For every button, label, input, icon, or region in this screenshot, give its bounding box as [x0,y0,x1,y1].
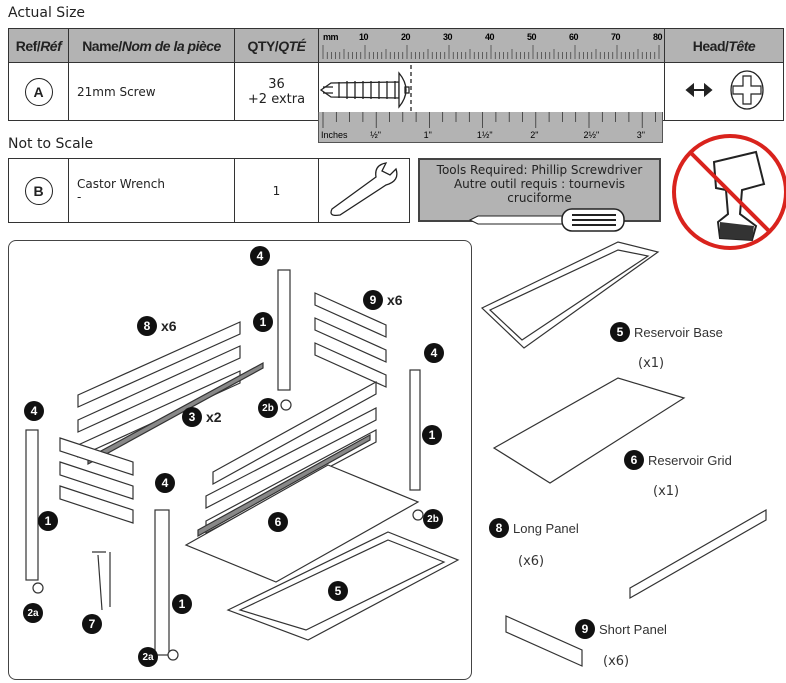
not-to-scale-heading: Not to Scale [8,136,94,152]
header-head: Head/Tête [664,28,784,63]
inch-tick-label: ½" [370,130,381,140]
header-name: Name/Nom de la pièce [68,28,235,63]
mm-tick-label: 50 [527,32,537,42]
part-name: Castor Wrench- [68,158,235,223]
callout-1: 1 [422,425,442,445]
screwdriver-icon [468,208,625,232]
assembly-diagram [8,240,472,680]
legend-qty: (x1) [653,484,680,499]
callout-7: 7 [82,614,102,634]
callout-2b: 2b [258,398,278,418]
inch-tick-label: 3" [637,130,645,140]
parts-table-not-to-scale: B Castor Wrench- 1 [8,158,410,223]
screw-image [318,62,665,121]
mm-tick-label: 70 [611,32,621,42]
ref-badge: B [24,176,53,205]
mm-tick-label: 80 [653,32,663,42]
legend-qty: (x1) [638,356,665,371]
header-qty: QTY/QTÉ [234,28,319,63]
callout-4: 4 [250,246,270,266]
ref-badge: A [24,77,53,106]
callout-6: 6 [268,512,288,532]
part-qty: 36+2 extra [234,62,319,121]
inch-tick-label: 2½" [584,130,600,140]
legend-qty: (x6) [603,654,630,669]
mm-tick-label: 20 [401,32,411,42]
tools-required-text-fr: Autre outil requis : tournevis cruciform… [453,177,626,205]
tools-required-text: Tools Required: Phillip Screwdriver [436,163,643,177]
callout-1: 1 [172,594,192,614]
part-qty: 1 [234,158,319,223]
inch-unit-label: Inches [321,130,348,140]
mm-tick-label: 30 [443,32,453,42]
table-row: B Castor Wrench- 1 [8,158,410,223]
wrench-icon [318,158,410,223]
callout-2a: 2a [23,603,43,623]
callout-4: 4 [155,473,175,493]
mm-tick-label: 40 [485,32,495,42]
callout-2a: 2a [138,647,158,667]
parts-legend-drawings [480,241,767,667]
actual-size-heading: Actual Size [8,5,86,21]
callout-1: 1 [253,312,273,332]
inch-tick-label: 1½" [477,130,493,140]
inch-ruler: Inches ½" 1" 1½" 2" 2½" 3" [318,112,663,143]
mm-ruler: mm 10 20 30 40 50 60 70 80 [318,28,665,63]
mm-tick-label: 60 [569,32,579,42]
mm-tick-label: 10 [359,32,369,42]
table-row: A 21mm Screw 36+2 extra [8,62,784,121]
header-ref: Ref/Réf [8,28,69,63]
inch-tick-label: 2" [530,130,538,140]
callout-2b: 2b [423,509,443,529]
callout-4: 4 [24,401,44,421]
parts-table-actual: Ref/Réf Name/Nom de la pièce QTY/QTÉ mm 1… [8,28,784,121]
tools-required-box: Tools Required: Phillip Screwdriver Autr… [418,158,661,232]
head-cell [664,62,784,121]
callout-1: 1 [38,511,58,531]
part-name: 21mm Screw [68,62,235,121]
callout-5: 5 [328,581,348,601]
inch-tick-label: 1" [424,130,432,140]
mm-unit-label: mm [323,32,339,42]
callout-4: 4 [424,343,444,363]
legend-qty: (x6) [518,554,545,569]
no-power-drill-icon [672,134,786,250]
